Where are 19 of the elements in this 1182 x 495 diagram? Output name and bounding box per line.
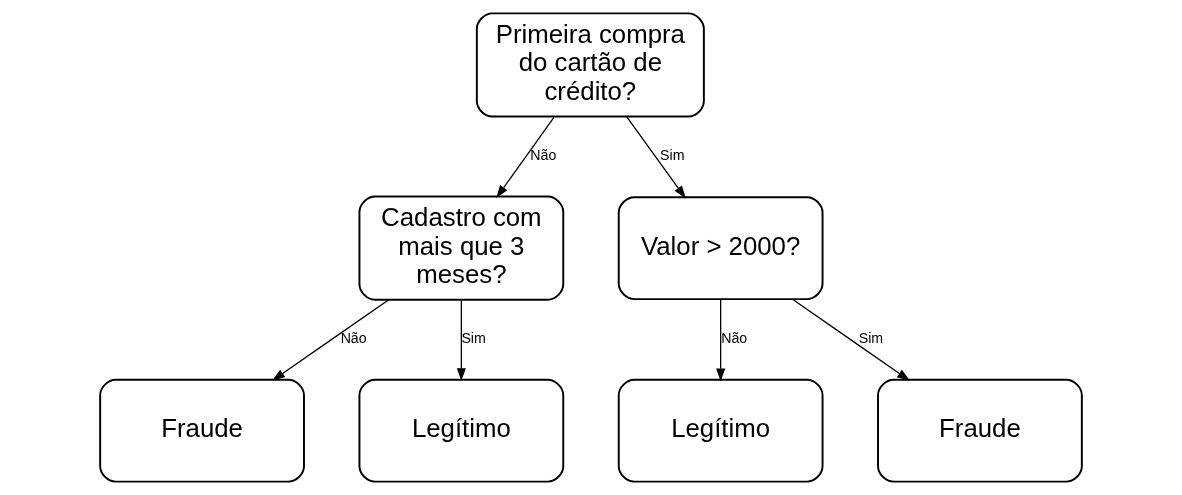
edge-label: Sim	[858, 330, 884, 347]
node-box: Legítimo	[617, 378, 824, 483]
arrow	[716, 298, 726, 382]
edge-label: Sim	[660, 147, 685, 164]
node-box: Legítimo	[358, 378, 565, 483]
arrow	[272, 299, 390, 381]
arrow	[626, 116, 686, 199]
arrow	[496, 116, 555, 199]
node-box: Primeira compra do cartão de crédito?	[475, 12, 705, 118]
edge-label: Não	[340, 330, 367, 347]
edge-label: Não	[530, 147, 557, 164]
edge-label: Sim	[461, 330, 486, 347]
arrow	[456, 299, 466, 382]
node-box: Fraude	[877, 378, 1083, 483]
arrow	[791, 298, 910, 381]
node-box: Cadastro com mais que 3 meses?	[358, 195, 565, 301]
node-box: Valor > 2000?	[617, 196, 824, 301]
edge-label: Não	[721, 330, 748, 347]
node-box: Fraude	[99, 378, 305, 483]
